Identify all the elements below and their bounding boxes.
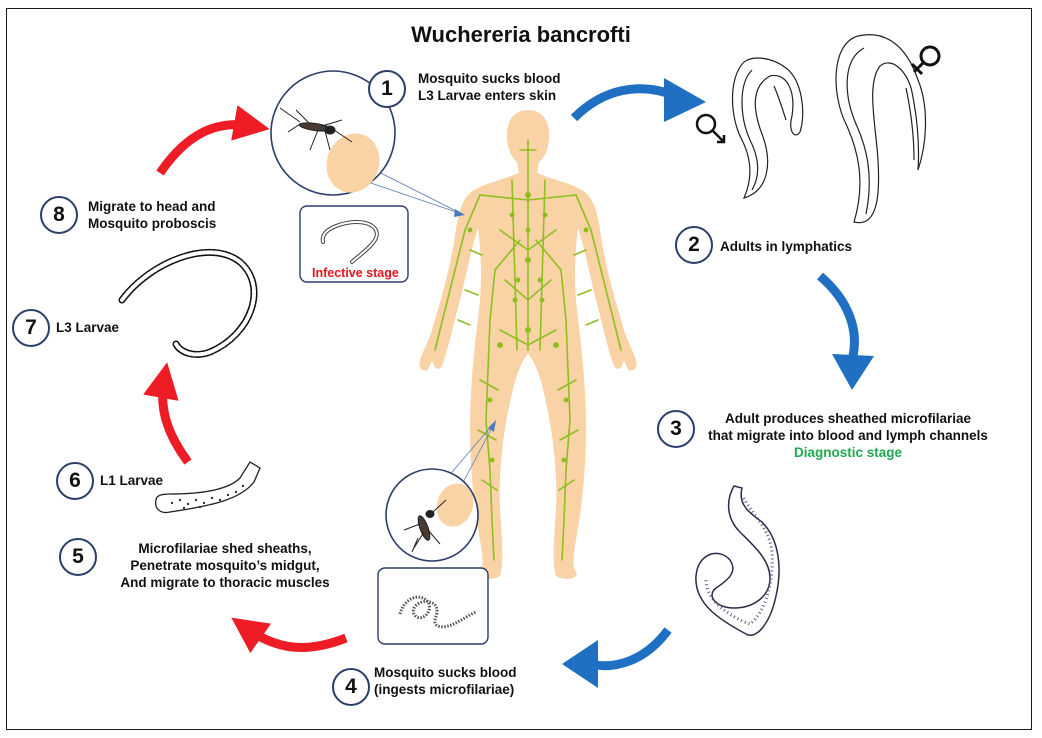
male-symbol-icon [697, 115, 724, 142]
step-2-label: Adults in lymphatics [720, 238, 852, 255]
step-7-number: 7 [12, 309, 50, 347]
l3-larva-illustration [122, 252, 254, 354]
step-1-number: 1 [368, 70, 406, 108]
adult-worms-illustration [733, 35, 926, 223]
step-8-number: 8 [40, 196, 78, 234]
l1-larva-illustration [156, 462, 260, 513]
step-7-label: L3 Larvae [56, 319, 119, 336]
step-4-label: Mosquito sucks blood (ingests microfilar… [374, 664, 517, 698]
step-5-label: Microfilariae shed sheaths, Penetrate mo… [100, 540, 350, 591]
step-5-number: 5 [59, 538, 97, 576]
diagnostic-stage-tag: Diagnostic stage [698, 444, 998, 461]
step-3-number: 3 [657, 410, 695, 448]
step-2-number: 2 [675, 226, 713, 264]
step-1-label: Mosquito sucks blood L3 Larvae enters sk… [418, 70, 561, 104]
step-6-number: 6 [56, 462, 94, 500]
microfilaria-illustration [696, 486, 779, 635]
microfilariae-inset [378, 568, 488, 644]
step-3-label: Adult produces sheathed microfilariae th… [698, 410, 998, 461]
step-4-number: 4 [332, 668, 370, 706]
blue-arrows [562, 78, 874, 688]
female-symbol-icon [912, 47, 939, 74]
step-6-label: L1 Larvae [100, 472, 163, 489]
infective-stage-label: Infective stage [312, 265, 399, 282]
step-8-label: Migrate to head and Mosquito proboscis [88, 198, 216, 232]
